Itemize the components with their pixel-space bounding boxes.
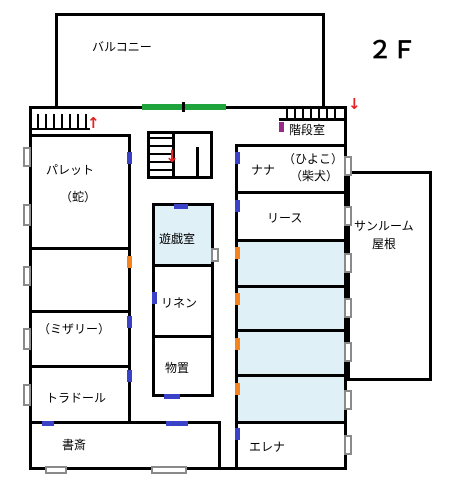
stairs-icon [286, 106, 336, 120]
room-blue-2 [235, 285, 347, 332]
sunroom-label-2: 屋根 [372, 237, 397, 251]
stairwell-inner-block [196, 147, 199, 176]
door [42, 421, 54, 426]
stairs-icon [32, 112, 90, 130]
window [45, 466, 67, 474]
red-up-arrow-icon: ↑ [87, 114, 100, 132]
red-down-arrow-icon: ↓ [348, 95, 361, 113]
room-study [29, 421, 221, 470]
room-nana-label: ナナ [251, 163, 276, 177]
balcony-label: バルコニー [92, 40, 152, 54]
window [211, 248, 219, 262]
window [23, 328, 31, 350]
door [127, 370, 132, 382]
room-elena-label: エレナ [249, 440, 286, 454]
door [235, 247, 240, 259]
room-misery [29, 310, 131, 368]
room-playroom-label: 遊戯室 [159, 232, 196, 246]
red-down-arrow-icon: ↓ [165, 147, 180, 167]
room-blue-1 [235, 239, 347, 288]
balcony-door-divider [182, 102, 185, 112]
room-nana-pet-1: （ひよこ） [283, 152, 344, 166]
door [235, 428, 240, 440]
stairwell-divider [172, 134, 175, 176]
door [235, 293, 240, 305]
window [344, 298, 352, 318]
room-storage-label: 物置 [165, 361, 190, 375]
window [344, 390, 352, 410]
room-playroom [152, 203, 214, 267]
window [23, 266, 31, 286]
door [166, 421, 188, 426]
stair-room-top [279, 118, 347, 121]
room-nana-pet-2: （柴犬） [290, 169, 339, 183]
door [152, 292, 157, 304]
room-lease-label: リース [267, 211, 303, 225]
floor-label: ２Ｆ [368, 36, 416, 64]
window [344, 435, 352, 455]
room-palette [29, 134, 131, 250]
room-palette-pet: （蛇） [60, 190, 97, 204]
room-study-label: 書斎 [62, 438, 87, 452]
window [344, 156, 352, 176]
window [23, 204, 31, 226]
door [164, 394, 180, 399]
door [235, 152, 240, 164]
window [344, 253, 352, 273]
balcony [55, 13, 325, 109]
room-blue-3 [235, 329, 347, 377]
window [344, 342, 352, 362]
room-misery-label: （ミザリー） [38, 322, 111, 336]
door [174, 204, 188, 209]
room-elena [235, 421, 347, 470]
stair-room-door [279, 122, 284, 132]
door [127, 256, 132, 268]
door [127, 152, 132, 164]
window [151, 466, 187, 474]
window [23, 384, 31, 406]
sunroom-label-1: サンルーム [354, 219, 414, 233]
room-blue-4 [235, 374, 347, 424]
sunroom-roof [347, 171, 432, 381]
room-storage [152, 335, 214, 397]
door [235, 338, 240, 350]
door [235, 200, 240, 212]
room-linen-label: リネン [161, 296, 198, 310]
room-palette-label: パレット [46, 163, 95, 177]
stair-room-label: 階段室 [289, 123, 326, 137]
room-middle-left [29, 247, 131, 313]
window [344, 206, 352, 226]
door [127, 316, 132, 328]
stairs-icon [150, 137, 172, 171]
room-tradole-label: トラドール [46, 391, 107, 405]
door [235, 383, 240, 395]
window [23, 147, 31, 167]
